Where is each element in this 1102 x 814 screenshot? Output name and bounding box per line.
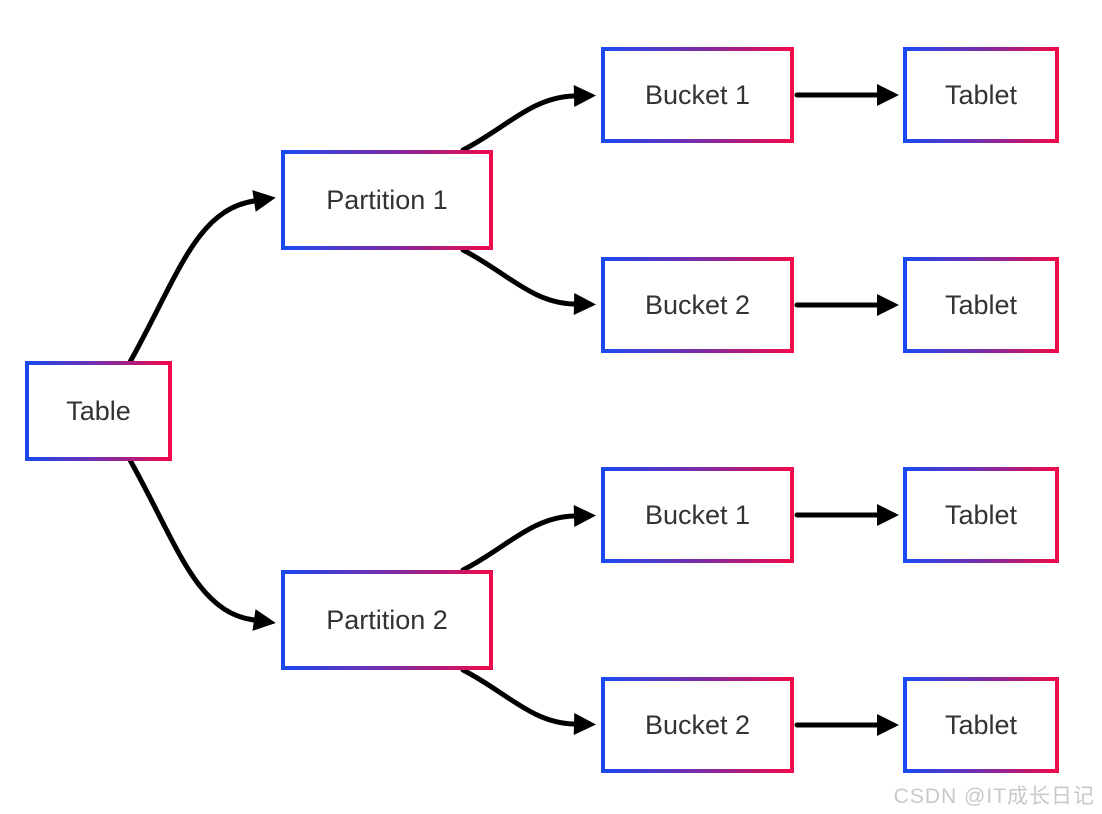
- node-label: Table: [66, 395, 131, 426]
- watermark: CSDN @IT成长日记: [893, 785, 1095, 808]
- node-label: Bucket 1: [644, 79, 751, 110]
- node-label: Tablet: [944, 289, 1018, 320]
- node-tablet-3: Tablet: [903, 467, 1059, 563]
- node-label: Bucket 2: [644, 289, 751, 320]
- node-bucket-1-of-partition-2: Bucket 1: [601, 467, 794, 563]
- node-tablet-2: Tablet: [903, 257, 1059, 353]
- edge-table-partition1: [127, 190, 276, 365]
- node-label: Partition 1: [326, 184, 448, 215]
- edge-partition2-bucket1b: [460, 505, 596, 573]
- node-bucket-2-of-partition-1: Bucket 2: [601, 257, 794, 353]
- edge-partition1-bucket2a: [460, 247, 596, 315]
- edge-table-partition2: [127, 457, 276, 631]
- node-label: Bucket 1: [644, 499, 751, 530]
- node-bucket-2-of-partition-2: Bucket 2: [601, 677, 794, 773]
- node-label: Bucket 2: [644, 709, 751, 740]
- node-label: Partition 2: [326, 604, 448, 635]
- edge-partition1-bucket1a: [460, 85, 596, 153]
- edge-partition2-bucket2b: [460, 667, 596, 735]
- node-label: Tablet: [944, 709, 1018, 740]
- node-label: Tablet: [944, 79, 1018, 110]
- node-partition-1: Partition 1: [281, 150, 493, 250]
- node-tablet-4: Tablet: [903, 677, 1059, 773]
- node-bucket-1-of-partition-1: Bucket 1: [601, 47, 794, 143]
- node-partition-2: Partition 2: [281, 570, 493, 670]
- node-tablet-1: Tablet: [903, 47, 1059, 143]
- node-label: Tablet: [944, 499, 1018, 530]
- node-table: Table: [25, 361, 172, 461]
